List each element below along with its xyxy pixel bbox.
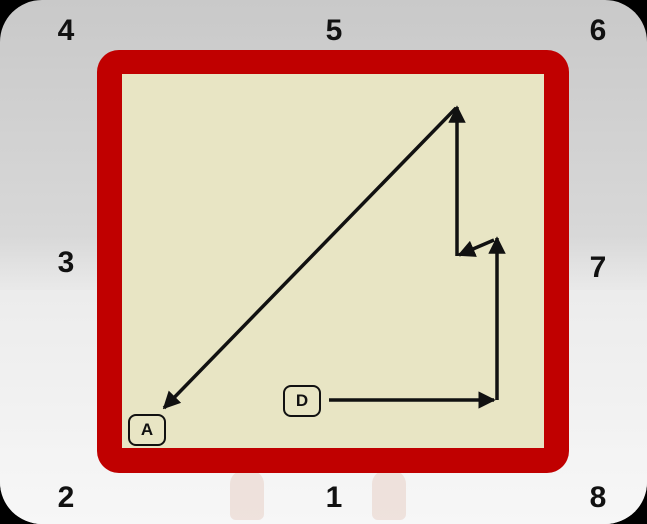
position-3-label: 3 bbox=[57, 246, 75, 279]
position-6-label: 6 bbox=[589, 14, 607, 47]
performer-feet bbox=[222, 470, 432, 524]
left-foot bbox=[230, 470, 264, 520]
position-7-label: 7 bbox=[589, 251, 607, 284]
marker-a: A bbox=[128, 414, 166, 446]
right-foot bbox=[372, 470, 406, 520]
path-segment-diagonal-to-a bbox=[162, 106, 458, 410]
position-4-label: 4 bbox=[57, 14, 75, 47]
position-5-label: 5 bbox=[325, 14, 343, 47]
path-segment-diagonal-left bbox=[457, 238, 495, 257]
position-8-label: 8 bbox=[589, 481, 607, 514]
floor-board bbox=[122, 74, 544, 448]
marker-d: D bbox=[283, 385, 321, 417]
position-2-label: 2 bbox=[57, 481, 75, 514]
position-1-label: 1 bbox=[325, 481, 343, 514]
